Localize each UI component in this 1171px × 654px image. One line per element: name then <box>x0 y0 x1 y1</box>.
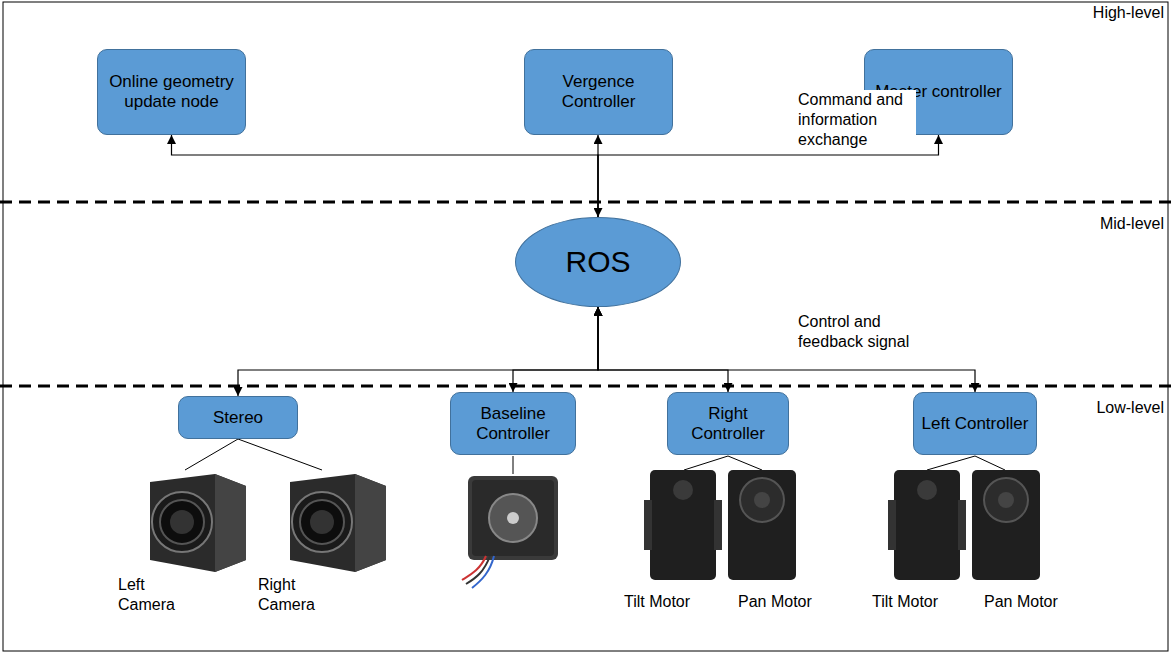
node-text: Right Controller <box>674 404 782 444</box>
bus-label: Control and feedback signal <box>798 312 938 352</box>
device-caption: Pan Motor <box>738 592 838 612</box>
level-label: High-level <box>1070 3 1164 23</box>
connector-arrow <box>598 307 728 392</box>
servo-motor-icon <box>972 470 1040 580</box>
servo-motor-icon <box>728 470 796 580</box>
device-caption: Pan Motor <box>984 592 1084 612</box>
node-text: Online geometry update node <box>104 72 239 112</box>
camera-icon <box>150 474 246 572</box>
process-box: Vergence Controller <box>524 49 673 135</box>
device-caption: Tilt Motor <box>872 592 972 612</box>
node-text: Left Controller <box>922 414 1029 434</box>
process-box: Online geometry update node <box>97 49 246 135</box>
level-label: Low-level <box>1070 398 1164 418</box>
frame <box>3 2 1168 651</box>
node-text: Stereo <box>213 408 263 428</box>
device-caption: Right Camera <box>258 575 328 615</box>
connector-arrow <box>513 307 598 392</box>
level-divider <box>0 201 1171 204</box>
process-box: Left Controller <box>913 392 1037 455</box>
camera-icon <box>290 474 386 572</box>
connector-arrow <box>238 307 598 396</box>
node-text: ROS <box>565 245 630 279</box>
device-caption: Left Camera <box>118 575 188 615</box>
servo-motor-icon <box>888 470 966 580</box>
connector-arrow <box>598 307 975 392</box>
process-box: Baseline Controller <box>450 392 576 455</box>
device-wires <box>185 439 1005 474</box>
process-box: Stereo <box>178 396 298 439</box>
device-caption: Tilt Motor <box>624 592 724 612</box>
stepper-motor-icon <box>462 476 558 588</box>
node-text: Vergence Controller <box>531 72 666 112</box>
middleware-ellipse: ROS <box>515 217 681 307</box>
level-divider <box>0 385 1171 388</box>
node-text: Baseline Controller <box>457 404 569 444</box>
servo-motor-icon <box>644 470 722 580</box>
connector-arrow <box>172 135 599 217</box>
bus-label: Command and information exchange <box>798 90 916 150</box>
level-label: Mid-level <box>1070 214 1164 234</box>
process-box: Right Controller <box>667 392 789 455</box>
